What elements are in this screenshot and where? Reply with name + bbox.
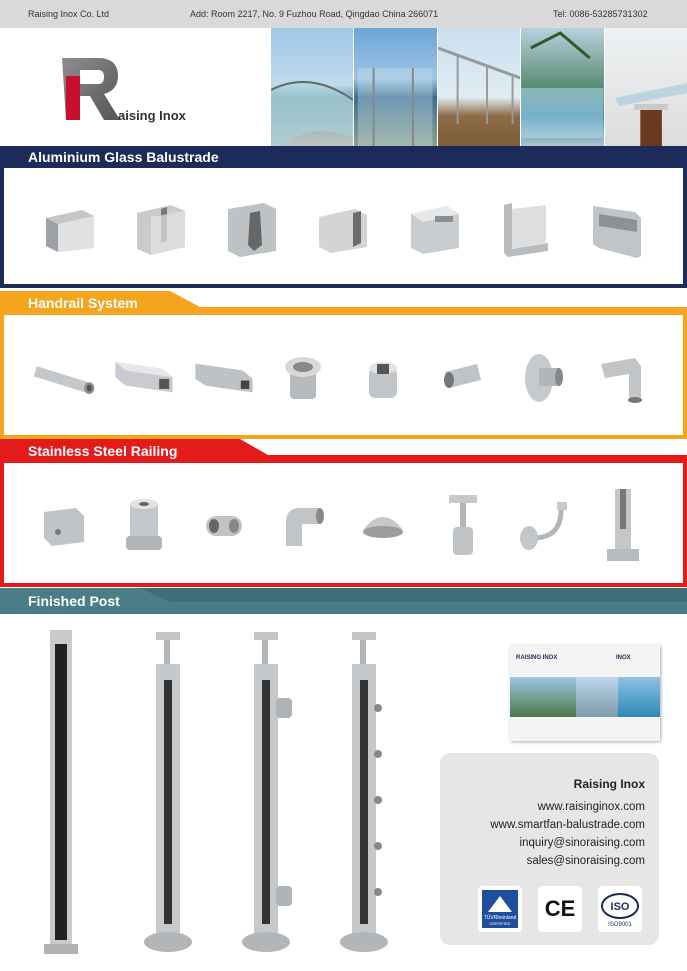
handrail-end-cap-icon [272, 343, 336, 413]
stainless-parts-row [24, 483, 663, 569]
stainless-section-header: Stainless Steel Railing [0, 439, 687, 463]
stainless-section-title: Stainless Steel Railing [28, 443, 178, 459]
handrail-section-title: Handrail System [28, 295, 138, 311]
standoff-pin-icon [112, 491, 176, 561]
contact-company-name: Raising Inox [573, 777, 645, 791]
aluminium-profile-icon [38, 194, 102, 264]
aluminium-products-panel [0, 168, 687, 288]
aluminium-section-title: Aluminium Glass Balustrade [28, 149, 219, 165]
raising-logo-icon [62, 58, 120, 120]
sales-email-link[interactable]: sales@sinoraising.com [526, 855, 645, 867]
ce-mark-badge: CE [538, 886, 582, 932]
tuv-certified-badge: TÜVRheinland CERTIFIED [478, 886, 522, 932]
catalog-brand-text-2: INOX [616, 655, 631, 661]
glass-spigot-icon [591, 489, 655, 561]
catalog-brand-text: RAISING INOX [516, 655, 558, 661]
aluminium-profile-icon [403, 194, 467, 264]
logo-wordmark: aising Inox [118, 108, 186, 123]
aluminium-profile-icon [311, 194, 375, 264]
tuv-certified-label: CERTIFIED [489, 921, 510, 926]
handrail-post-icon [144, 632, 192, 952]
square-handrail-tube-icon [112, 343, 176, 413]
company-name: Raising Inox Co. Ltd [28, 9, 110, 19]
inquiry-email-link[interactable]: inquiry@sinoraising.com [519, 837, 645, 849]
wall-bracket-icon [511, 491, 575, 561]
handrail-bracket-icon [431, 491, 495, 561]
finished-section-title: Finished Post [28, 593, 120, 609]
deck-railing-photo [436, 28, 521, 154]
canopy-door-photo [603, 28, 687, 154]
cross-bar-post-icon [340, 632, 388, 952]
aluminium-profile-icon [494, 194, 558, 264]
glass-clamp-post-icon [242, 632, 292, 952]
handrail-products-panel [0, 315, 687, 439]
ce-mark-label: CE [544, 896, 576, 921]
aluminium-section-header: Aluminium Glass Balustrade [0, 146, 687, 168]
slotted-handrail-tube-icon [192, 343, 256, 413]
contact-card: Raising Inox www.raisinginox.com www.sma… [440, 753, 659, 945]
wall-flange-icon [511, 343, 575, 413]
aluminium-profiles-row [24, 190, 663, 268]
handrail-connector-icon [431, 343, 495, 413]
aluminium-profile-icon [220, 194, 284, 264]
project-photos [270, 28, 687, 154]
glass-clamp-icon [32, 491, 96, 561]
balcony-glass-photo [270, 28, 354, 154]
dome-end-cap-icon [351, 491, 415, 561]
aluminium-profile-icon [585, 194, 649, 264]
finished-section-header: Finished Post [0, 588, 687, 614]
handrail-end-cap-icon [351, 343, 415, 413]
handrail-section-header: Handrail System [0, 291, 687, 315]
logo-area: aising Inox [0, 28, 270, 142]
catalog-brochure-image: RAISING INOX INOX [510, 645, 660, 741]
iso-label: ISO [611, 901, 630, 913]
round-handrail-tube-icon [32, 343, 96, 413]
address-text: Add: Room 2217, No. 9 Fuzhou Road, Qingd… [190, 9, 439, 19]
iso9001-label: ISO9001 [608, 922, 632, 928]
elbow-connector-icon [591, 343, 655, 413]
top-info-bar: Raising Inox Co. Ltd Add: Room 2217, No.… [0, 0, 687, 28]
handrail-parts-row [24, 339, 663, 417]
square-post-icon [44, 630, 78, 954]
website-link-2[interactable]: www.smartfan-balustrade.com [490, 819, 645, 831]
tuv-label: TÜVRheinland [484, 914, 517, 921]
elbow-fitting-icon [272, 491, 336, 561]
aluminium-profile-icon [129, 194, 193, 264]
website-link-1[interactable]: www.raisinginox.com [537, 801, 645, 813]
telephone-text: Tel: 0086-53285731302 [553, 9, 648, 19]
cross-bar-holder-icon [192, 491, 256, 561]
seaside-glass-photo [353, 28, 437, 154]
pool-fence-photo [520, 28, 604, 154]
iso-badge: ISO ISO9001 [598, 886, 642, 932]
stainless-products-panel [0, 463, 687, 587]
